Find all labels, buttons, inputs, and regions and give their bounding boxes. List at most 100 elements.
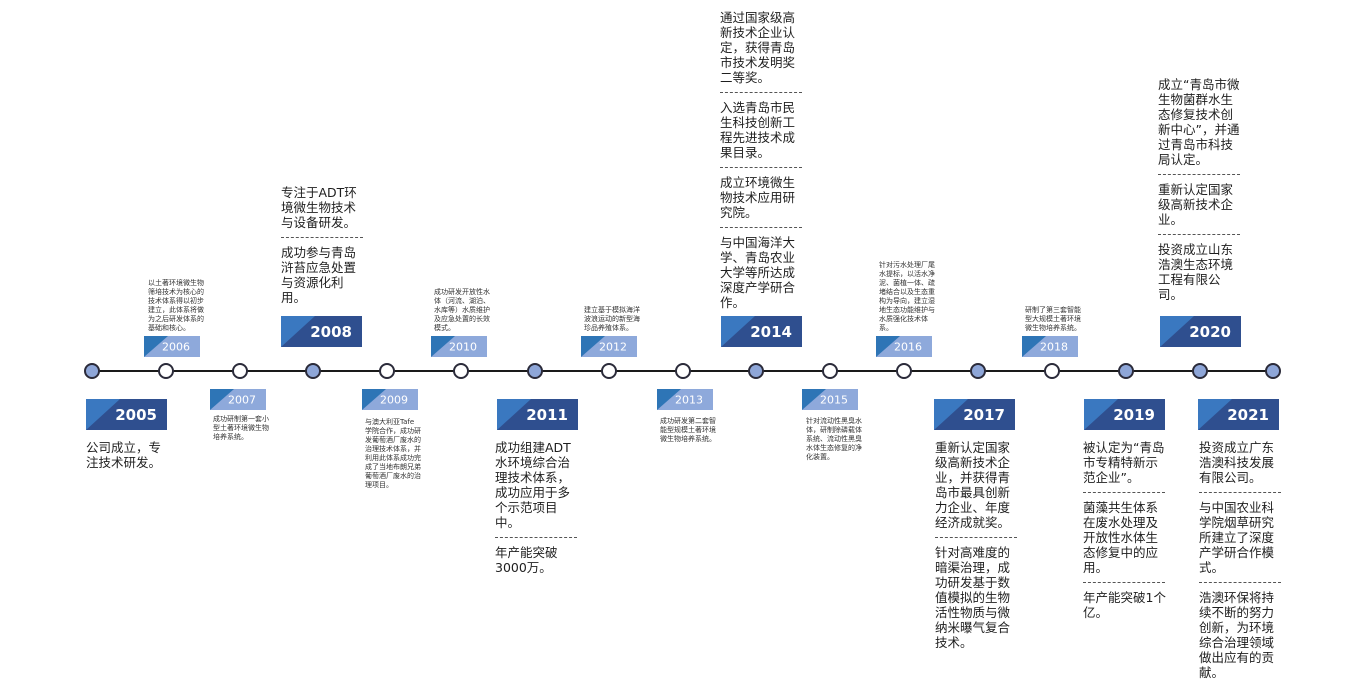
year-label-2014: 2014 <box>721 316 802 347</box>
event-paragraph: 年产能突破3000万。 <box>495 545 558 575</box>
event-paragraph: 入选青岛市民生科技创新工程先进技术成果目录。 <box>720 100 796 160</box>
event-paragraph: 与澳大利亚Tafe学院合作，成功研发葡萄酒厂废水的治理技术体系，并利用此体系成功… <box>365 418 421 489</box>
timeline-node-2020 <box>1192 363 1208 379</box>
event-description-2012: 建立基于模拟海洋波浪运动的新型海珍品养殖体系。 <box>584 306 640 333</box>
dashed-divider <box>495 537 577 538</box>
timeline-node-2021 <box>1265 363 1281 379</box>
timeline-node-2013 <box>675 363 691 379</box>
event-paragraph: 重新认定国家级高新技术企业，并获得青岛市最具创新力企业、年度经济成就奖。 <box>935 440 1011 530</box>
label-triangle-decoration <box>497 399 531 430</box>
event-description-2007: 成功研制第一套小型土著环境微生物培养系统。 <box>213 415 269 442</box>
event-description-2015: 针对流动性黑臭水体，研制除磷载体系统、流动性黑臭水体生态修复的净化装置。 <box>806 417 862 462</box>
year-label-2019: 2019 <box>1084 399 1165 430</box>
event-description-2016: 针对污水处理厂尾水提标，以活水净泥、菌植一体、疏堵结合以及生态重构为导向，建立湿… <box>879 261 935 333</box>
event-paragraph: 公司成立，专注技术研发。 <box>86 440 162 470</box>
year-text: 2016 <box>894 340 922 353</box>
event-paragraph: 重新认定国家级高新技术企业。 <box>1158 182 1234 227</box>
label-triangle-decoration <box>581 336 605 357</box>
event-paragraph: 成立“青岛市微生物菌群水生态修复技术创新中心”，并通过青岛市科技局认定。 <box>1158 77 1240 167</box>
event-paragraph: 被认定为“青岛市专精特新示范企业”。 <box>1083 440 1165 485</box>
year-text: 2019 <box>1113 405 1155 424</box>
year-label-2008: 2008 <box>281 316 362 347</box>
dashed-divider <box>1158 234 1240 235</box>
event-paragraph: 以土著环境微生物筛培技术为核心的技术体系得以初步建立，此体系将做为之后研发体系的… <box>148 279 204 332</box>
year-text: 2018 <box>1040 340 1068 353</box>
event-paragraph: 成功研制第一套小型土著环境微生物培养系统。 <box>213 415 269 441</box>
event-paragraph: 针对高难度的暗渠治理，成功研发基于数值模拟的生物活性物质与微纳米曝气复合技术。 <box>935 545 1011 650</box>
timeline-node-2012 <box>601 363 617 379</box>
year-label-2016: 2016 <box>876 336 932 357</box>
year-text: 2009 <box>380 393 408 406</box>
label-triangle-decoration <box>281 316 315 347</box>
dashed-divider <box>1199 492 1281 493</box>
dashed-divider <box>1158 174 1240 175</box>
label-triangle-decoration <box>1084 399 1118 430</box>
event-description-2014: 通过国家级高新技术企业认定，获得青岛市技术发明奖二等奖。入选青岛市民生科技创新工… <box>720 10 806 310</box>
event-paragraph: 投资成立山东浩澳生态环境工程有限公司。 <box>1158 242 1234 302</box>
event-paragraph: 研制了第三套智能型大规模土著环境微生物培养系统。 <box>1025 306 1081 332</box>
year-label-2006: 2006 <box>144 336 200 357</box>
timeline-node-2009 <box>379 363 395 379</box>
event-description-2018: 研制了第三套智能型大规模土著环境微生物培养系统。 <box>1025 306 1081 333</box>
year-text: 2010 <box>449 340 477 353</box>
year-text: 2013 <box>675 393 703 406</box>
event-description-2011: 成功组建ADT水环境综合治理技术体系，成功应用于多个示范项目中。年产能突破300… <box>495 440 581 575</box>
event-paragraph: 与中国海洋大学、青岛农业大学等所达成深度产学研合作。 <box>720 235 796 310</box>
timeline-node-2016 <box>896 363 912 379</box>
year-text: 2020 <box>1189 322 1231 341</box>
event-paragraph: 成功组建ADT水环境综合治理技术体系，成功应用于多个示范项目中。 <box>495 440 571 530</box>
label-triangle-decoration <box>802 389 826 410</box>
year-label-2009: 2009 <box>362 389 418 410</box>
dashed-divider <box>281 237 363 238</box>
year-text: 2012 <box>599 340 627 353</box>
label-triangle-decoration <box>1198 399 1232 430</box>
timeline-node-2014 <box>748 363 764 379</box>
event-paragraph: 通过国家级高新技术企业认定，获得青岛市技术发明奖二等奖。 <box>720 10 796 85</box>
label-triangle-decoration <box>1160 316 1194 347</box>
timeline-node-2006 <box>158 363 174 379</box>
event-paragraph: 成功研发第二套智能型规模土著环境微生物培养系统。 <box>660 417 716 443</box>
event-paragraph: 针对流动性黑臭水体，研制除磷载体系统、流动性黑臭水体生态修复的净化装置。 <box>806 417 862 461</box>
year-text: 2011 <box>526 405 568 424</box>
event-paragraph: 与中国农业科学院烟草研究所建立了深度产学研合作模式。 <box>1199 500 1275 575</box>
label-triangle-decoration <box>431 336 455 357</box>
event-description-2019: 被认定为“青岛市专精特新示范企业”。菌藻共生体系在废水处理及开放性水体生态修复中… <box>1083 440 1169 620</box>
year-label-2011: 2011 <box>497 399 578 430</box>
event-paragraph: 投资成立广东浩澳科技发展有限公司。 <box>1199 440 1275 485</box>
event-paragraph: 针对污水处理厂尾水提标，以活水净泥、菌植一体、疏堵结合以及生态重构为导向，建立湿… <box>879 261 935 332</box>
event-paragraph: 成立环境微生物技术应用研究院。 <box>720 175 796 220</box>
event-description-2021: 投资成立广东浩澳科技发展有限公司。与中国农业科学院烟草研究所建立了深度产学研合作… <box>1199 440 1285 680</box>
year-label-2010: 2010 <box>431 336 487 357</box>
year-label-2017: 2017 <box>934 399 1015 430</box>
event-description-2017: 重新认定国家级高新技术企业，并获得青岛市最具创新力企业、年度经济成就奖。针对高难… <box>935 440 1021 650</box>
year-label-2020: 2020 <box>1160 316 1241 347</box>
label-triangle-decoration <box>721 316 755 347</box>
event-paragraph: 菌藻共生体系在废水处理及开放性水体生态修复中的应用。 <box>1083 500 1159 575</box>
event-description-2008: 专注于ADT环境微生物技术与设备研发。成功参与青岛浒苔应急处置与资源化利用。 <box>281 185 367 305</box>
event-paragraph: 成功参与青岛浒苔应急处置与资源化利用。 <box>281 245 357 305</box>
year-label-2018: 2018 <box>1022 336 1078 357</box>
timeline-node-2011 <box>527 363 543 379</box>
label-triangle-decoration <box>657 389 681 410</box>
year-text: 2014 <box>750 322 792 341</box>
event-paragraph: 成功研发开放性水体（河流、湖泊、水库等）水质维护及应急处置的长效模式。 <box>434 288 490 332</box>
timeline-node-2005 <box>84 363 100 379</box>
label-triangle-decoration <box>210 389 234 410</box>
year-text: 2021 <box>1227 405 1269 424</box>
label-triangle-decoration <box>1022 336 1046 357</box>
dashed-divider <box>1199 582 1281 583</box>
timeline-node-2007 <box>232 363 248 379</box>
event-description-2013: 成功研发第二套智能型规模土著环境微生物培养系统。 <box>660 417 716 444</box>
event-description-2020: 成立“青岛市微生物菌群水生态修复技术创新中心”，并通过青岛市科技局认定。重新认定… <box>1158 77 1244 302</box>
year-text: 2008 <box>310 322 352 341</box>
label-triangle-decoration <box>144 336 168 357</box>
year-label-2007: 2007 <box>210 389 266 410</box>
label-triangle-decoration <box>86 399 120 430</box>
event-paragraph: 建立基于模拟海洋波浪运动的新型海珍品养殖体系。 <box>584 306 640 332</box>
timeline-node-2019 <box>1118 363 1134 379</box>
dashed-divider <box>720 92 802 93</box>
dashed-divider <box>720 167 802 168</box>
year-label-2005: 2005 <box>86 399 167 430</box>
dashed-divider <box>720 227 802 228</box>
